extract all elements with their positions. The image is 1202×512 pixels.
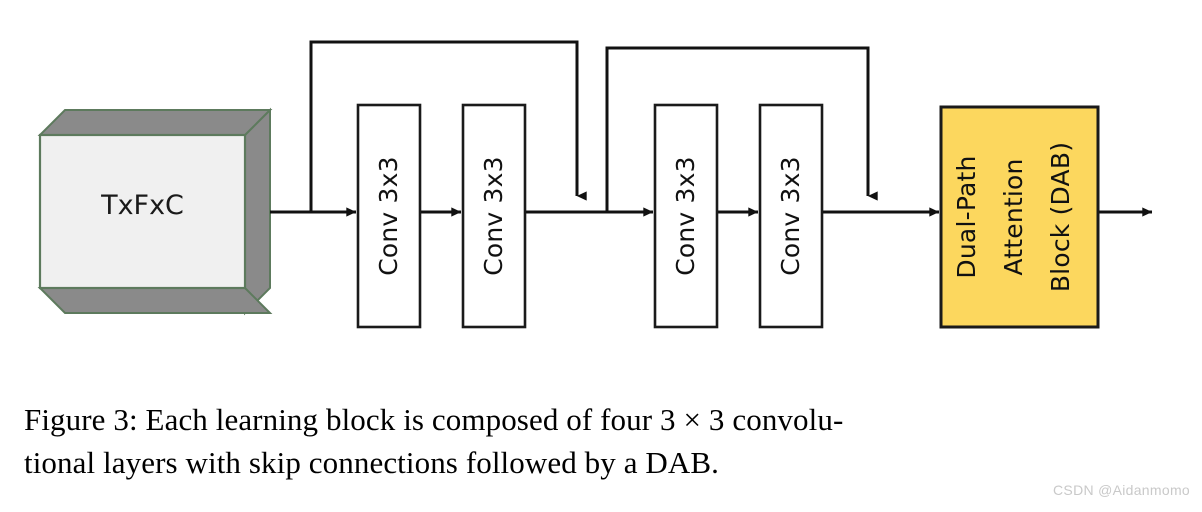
csdn-watermark: CSDN @Aidanmomo: [1053, 482, 1190, 498]
cube-front-face: [38, 133, 247, 290]
dab-block[interactable]: [939, 105, 1100, 329]
skip-connection-2: [605, 46, 878, 212]
block-diagram: [37, 40, 1153, 329]
input-tensor-cube: [37, 107, 273, 316]
skip-connection-1-path: [309, 40, 587, 212]
caption-line-1: Figure 3: Each learning block is compose…: [24, 402, 844, 437]
figure-caption: Figure 3: Each learning block is compose…: [24, 398, 1164, 484]
input-tensor-label: TxFxC: [101, 190, 184, 221]
cube-top-face: [37, 109, 273, 136]
skip-connection-1: [309, 40, 587, 212]
conv-block-3[interactable]: [653, 103, 719, 329]
skip-connection-2-path: [605, 46, 878, 212]
conv-block-4[interactable]: [758, 103, 824, 329]
cube-bottom-face: [37, 287, 273, 314]
conv-block-1[interactable]: [356, 103, 422, 329]
conv-block-2[interactable]: [461, 103, 527, 329]
cube-right-face: [244, 107, 271, 316]
caption-line-2: tional layers with skip connections foll…: [24, 445, 720, 480]
